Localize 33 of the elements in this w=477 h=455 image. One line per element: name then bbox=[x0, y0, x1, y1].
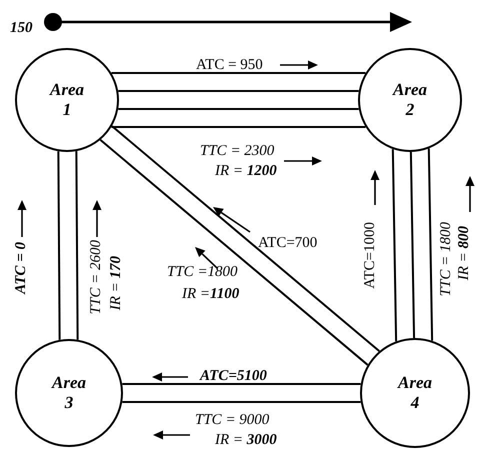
flow-value-label: TTC = 9000 bbox=[195, 412, 270, 428]
flow-value-label: 150 bbox=[10, 20, 32, 36]
flow-value-label: IR = 800 bbox=[456, 226, 472, 280]
area-name: Area 3 bbox=[50, 372, 87, 414]
flow-value-label: TTC = 2300 bbox=[200, 143, 274, 160]
flow-value-label: ATC=700 bbox=[258, 235, 318, 252]
flow-value-label: TTC =1800 bbox=[167, 264, 238, 280]
transmission-line bbox=[118, 90, 359, 92]
transmission-line bbox=[111, 126, 366, 128]
transmission-line bbox=[111, 72, 366, 74]
flow-value-label: ATC = 950 bbox=[196, 57, 263, 74]
transmission-line bbox=[410, 152, 416, 338]
transmission-line bbox=[57, 151, 61, 340]
transmission-line bbox=[392, 149, 398, 342]
flow-value-label: IR = 170 bbox=[108, 256, 124, 310]
transmission-line bbox=[428, 148, 434, 341]
flow-value-label: IR =1100 bbox=[182, 286, 240, 302]
flow-value-label: ATC = 0 bbox=[13, 242, 30, 294]
area-name: Area 2 bbox=[391, 80, 428, 120]
transmission-line bbox=[122, 383, 361, 385]
transmission-line bbox=[100, 139, 368, 366]
transmission-line bbox=[122, 401, 361, 403]
transmission-line bbox=[118, 108, 359, 110]
area-name: Area 1 bbox=[48, 80, 85, 120]
flow-value-label: TTC = 2600 bbox=[88, 240, 104, 314]
flow-value-label: ATC=5100 bbox=[200, 368, 267, 384]
flow-value-label: IR = 3000 bbox=[215, 432, 277, 448]
area-name: Area 4 bbox=[396, 372, 433, 414]
flow-value-label: TTC = 1800 bbox=[438, 222, 454, 296]
flow-value-label: IR = 1200 bbox=[215, 163, 277, 180]
flow-value-label: ATC=1000 bbox=[362, 222, 378, 289]
transmission-line bbox=[75, 151, 79, 340]
transmission-line bbox=[111, 125, 380, 352]
